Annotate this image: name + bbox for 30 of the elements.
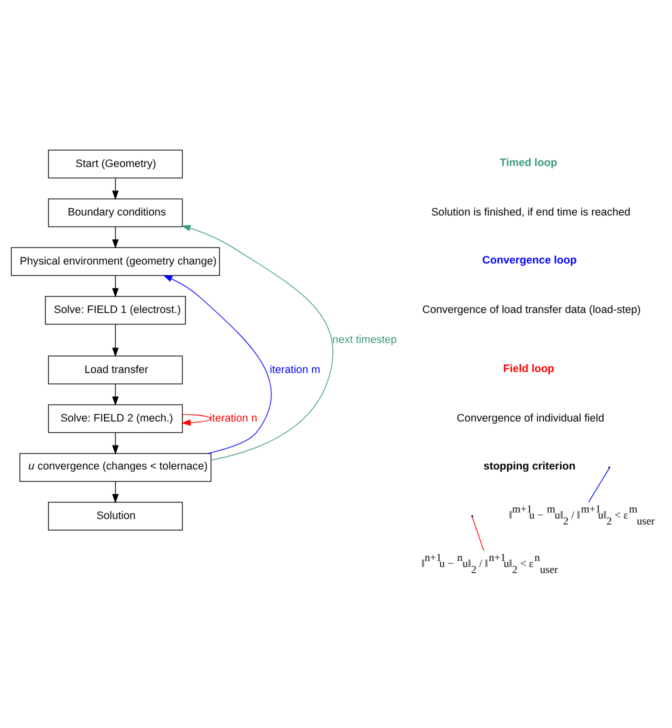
node-box: Solution	[48, 501, 183, 530]
node-box: Solve: FIELD 1 (electrost.)	[44, 296, 186, 324]
edge-label: iteration n	[210, 412, 258, 424]
label: Convergence loop	[482, 254, 577, 266]
arrow	[112, 177, 119, 200]
label: stopping criterion	[483, 460, 576, 472]
node-box: Load transfer	[48, 355, 183, 384]
node-box: Physical environment (geometry change)	[10, 246, 220, 276]
connector	[588, 467, 610, 502]
node-box: Start (Geometry)	[48, 149, 183, 178]
arrow	[112, 480, 119, 503]
arrow	[112, 432, 119, 454]
arrow	[112, 323, 119, 356]
arrow	[112, 274, 119, 297]
label: Timed loop	[500, 156, 558, 169]
arrow	[162, 274, 272, 454]
arrow	[112, 383, 119, 406]
connector	[472, 516, 484, 551]
node-box: Boundary conditions	[48, 198, 183, 227]
edge-label: next timestep	[332, 333, 397, 346]
label: Solution is finished, if end time is reached	[431, 206, 630, 218]
label: Convergence of individual field	[456, 412, 604, 424]
arrow	[181, 414, 211, 426]
node-box: u convergence (changes < tolernace)	[19, 452, 212, 482]
arrow	[112, 226, 119, 248]
edge-label: iteration m	[270, 363, 320, 376]
label: Field loop	[503, 362, 554, 375]
label: Convergence of load transfer data (load-step)	[422, 304, 641, 316]
node-box: Solve: FIELD 2 (mech.)	[48, 404, 183, 432]
arrow	[181, 224, 334, 460]
